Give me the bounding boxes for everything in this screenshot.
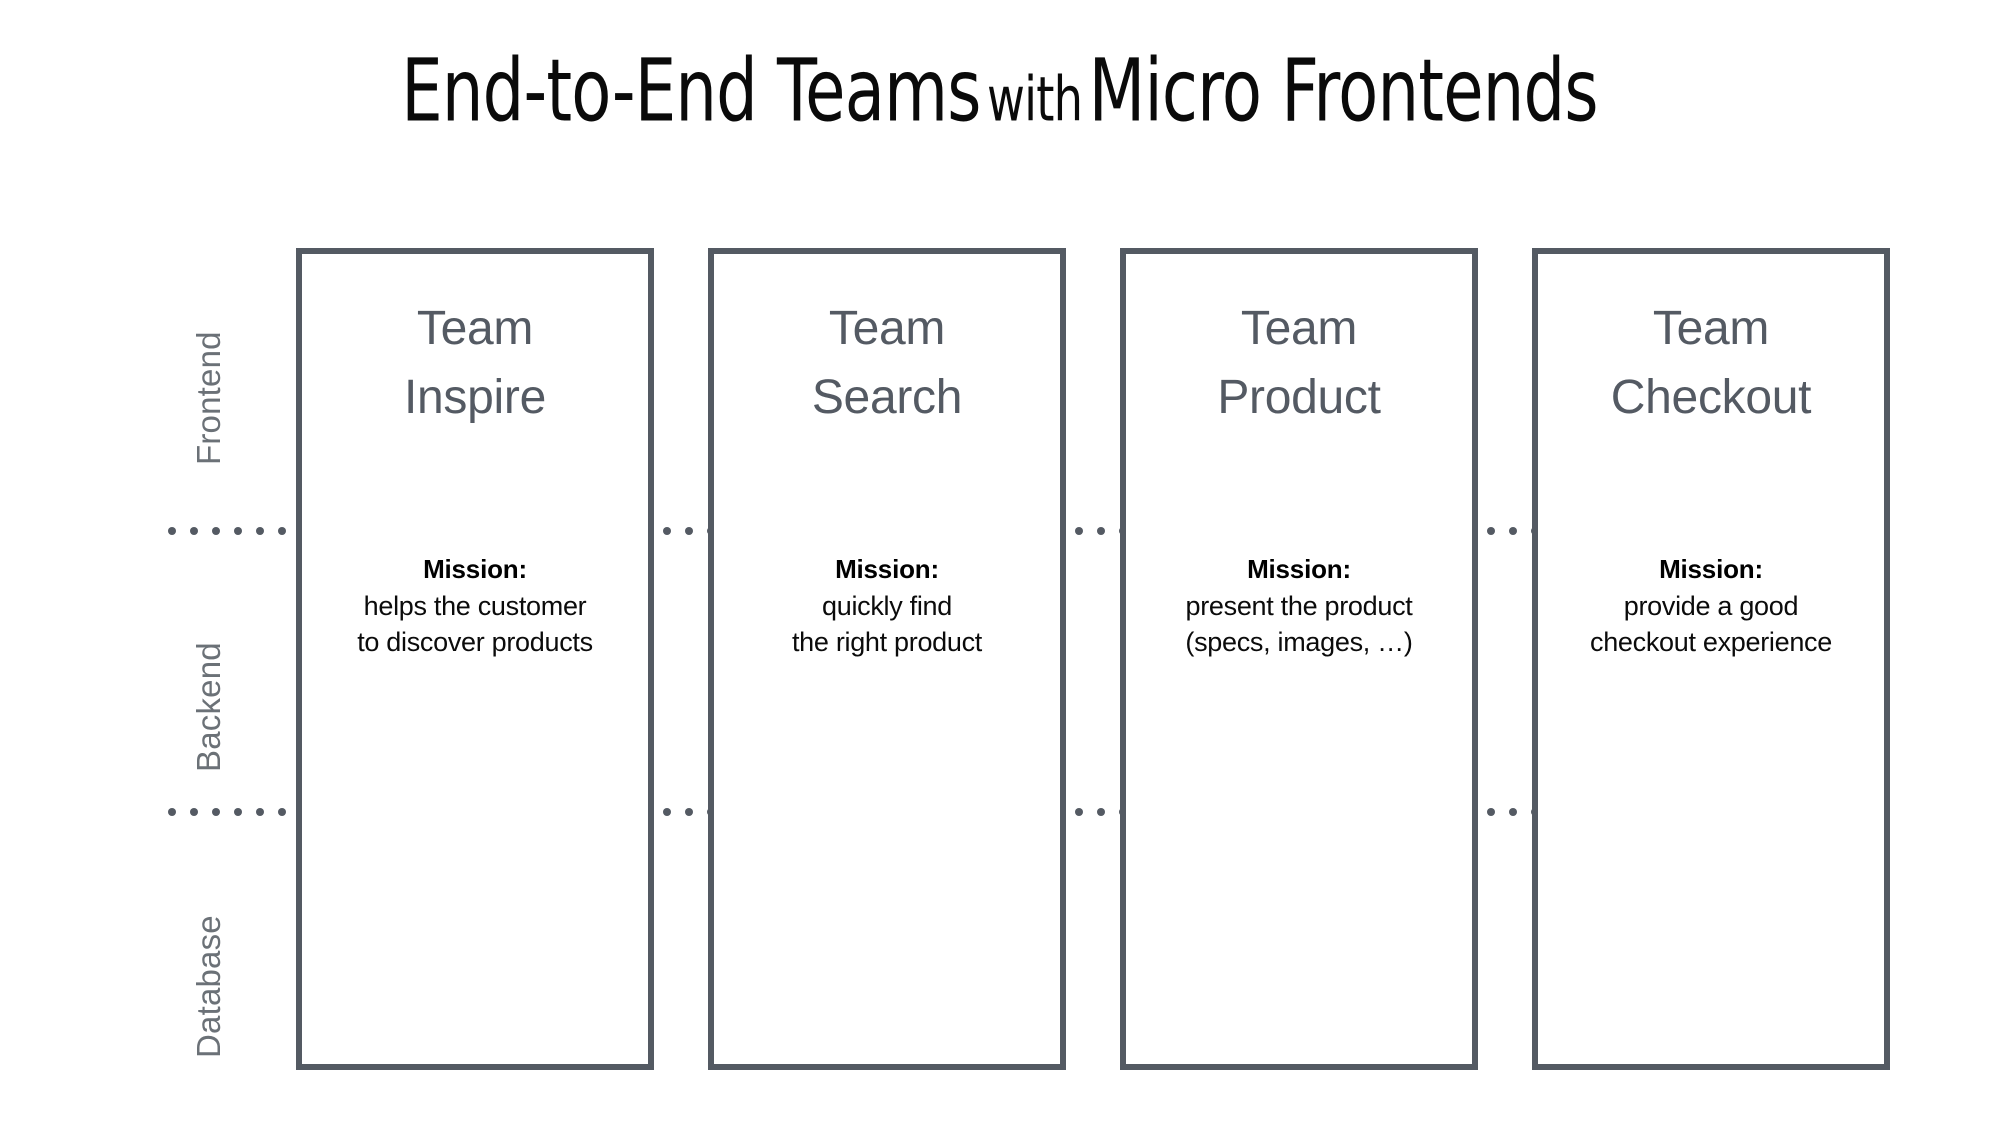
divider-dot — [1097, 808, 1105, 816]
divider-dot — [685, 808, 693, 816]
mission-line-1: quickly find — [822, 591, 952, 621]
divider-backend-database-left — [168, 808, 308, 816]
mission-label: Mission: — [1659, 554, 1763, 584]
team-heading-line-1: Team — [828, 302, 946, 355]
team-mission: Mission: quickly find the right product — [708, 551, 1066, 660]
title-part-2: Micro Frontends — [1088, 40, 1599, 142]
team-heading-line-2: Search — [811, 371, 963, 424]
mission-line-1: provide a good — [1623, 591, 1799, 621]
team-heading: Team Search — [714, 294, 1060, 432]
mission-line-1: helps the customer — [363, 591, 587, 621]
layer-label-backend: Backend — [190, 642, 227, 772]
mission-label: Mission: — [835, 554, 939, 584]
team-box-checkout[interactable]: Team Checkout Mission: provide a good ch… — [1532, 248, 1890, 1070]
divider-dot — [685, 527, 693, 535]
mission-label: Mission: — [423, 554, 527, 584]
mission-line-2: the right product — [791, 627, 983, 657]
divider-dot — [190, 527, 198, 535]
team-heading-line-2: Checkout — [1610, 371, 1812, 424]
mission-label: Mission: — [1247, 554, 1351, 584]
divider-dot — [1509, 527, 1517, 535]
team-heading-line-2: Product — [1217, 371, 1381, 424]
mission-line-2: (specs, images, …) — [1185, 627, 1413, 657]
team-heading-line-1: Team — [1652, 302, 1770, 355]
title-part-1: End-to-End Teams — [401, 40, 981, 142]
mission-line-2: to discover products — [357, 627, 593, 657]
team-heading: Team Checkout — [1538, 294, 1884, 432]
divider-frontend-backend-left — [168, 527, 308, 535]
layer-label-frontend: Frontend — [190, 331, 227, 465]
team-heading-line-1: Team — [416, 302, 534, 355]
layer-label-database: Database — [190, 915, 227, 1058]
divider-dot — [663, 808, 671, 816]
team-mission: Mission: helps the customer to discover … — [296, 551, 654, 660]
team-mission: Mission: present the product (specs, ima… — [1120, 551, 1478, 660]
divider-dot — [168, 527, 176, 535]
divider-dot — [1075, 808, 1083, 816]
divider-dot — [212, 527, 220, 535]
divider-dot — [1075, 527, 1083, 535]
divider-dot — [168, 808, 176, 816]
team-heading: Team Inspire — [302, 294, 648, 432]
divider-dot — [234, 527, 242, 535]
divider-dot — [1487, 527, 1495, 535]
team-heading-line-1: Team — [1240, 302, 1358, 355]
divider-dot — [663, 527, 671, 535]
mission-line-1: present the product — [1185, 591, 1413, 621]
divider-dot — [212, 808, 220, 816]
team-box-inspire[interactable]: Team Inspire Mission: helps the customer… — [296, 248, 654, 1070]
divider-dot — [256, 808, 264, 816]
team-box-product[interactable]: Team Product Mission: present the produc… — [1120, 248, 1478, 1070]
team-heading: Team Product — [1126, 294, 1472, 432]
title-connector: with — [987, 63, 1083, 136]
team-heading-line-2: Inspire — [404, 371, 546, 424]
divider-dot — [256, 527, 264, 535]
divider-dot — [278, 808, 286, 816]
divider-dot — [1509, 808, 1517, 816]
divider-dot — [234, 808, 242, 816]
divider-dot — [190, 808, 198, 816]
mission-line-2: checkout experience — [1590, 627, 1832, 657]
team-box-search[interactable]: Team Search Mission: quickly find the ri… — [708, 248, 1066, 1070]
divider-dot — [1487, 808, 1495, 816]
divider-dot — [1097, 527, 1105, 535]
team-mission: Mission: provide a good checkout experie… — [1532, 551, 1890, 660]
divider-dot — [278, 527, 286, 535]
